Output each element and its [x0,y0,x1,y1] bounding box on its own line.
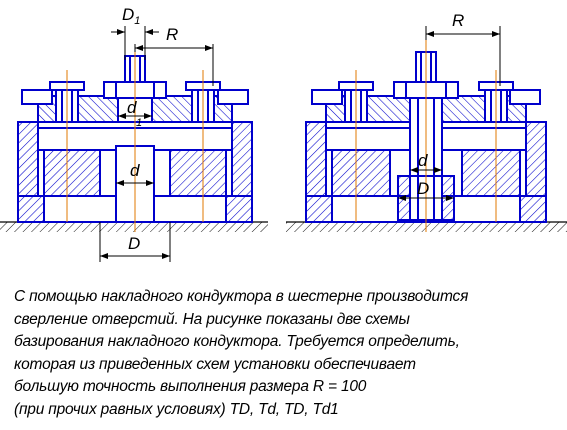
left-scheme: D1 R d1 d D [0,5,268,262]
caption-line: С помощью накладного кондуктора в шестер… [14,288,469,305]
left-label-d: d [130,161,140,180]
right-label-R: R [452,11,464,30]
caption-line: (при прочих равных условиях) TD, Td, TD,… [14,400,339,418]
caption-line: которая из приведенных схем установки об… [14,355,416,373]
left-dimensions [99,26,214,262]
right-label-D: D [417,179,429,198]
right-label-d: d [418,151,428,170]
caption-line: базирования накладного кондуктора. Требу… [14,333,460,350]
caption-line: сверление отверстий. На рисунке показаны… [14,310,410,328]
left-ground [0,221,268,232]
left-label-R: R [166,25,178,44]
left-label-D1: D1 [122,5,140,27]
left-label-D: D [128,234,140,253]
left-centerlines [66,44,204,232]
right-scheme: R d D [286,11,567,232]
caption-line: большую точность выполнения размера R = … [14,378,367,395]
left-label-d1: d1 [127,98,142,129]
right-workpiece [305,121,547,223]
problem-caption: С помощью накладного кондуктора в шестер… [14,286,562,421]
right-dimensions [398,26,501,201]
